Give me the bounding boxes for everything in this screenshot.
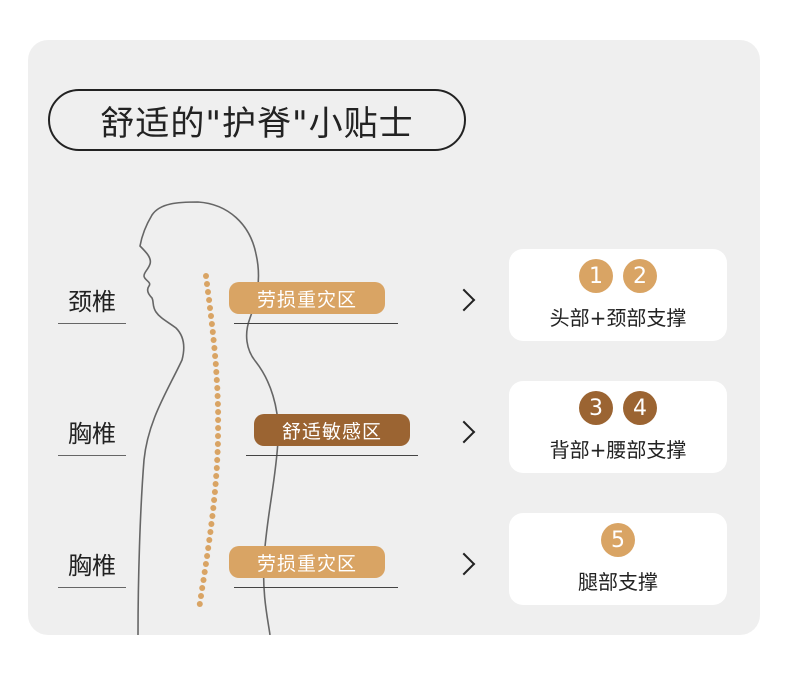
zone-pill-strain: 劳损重灾区 xyxy=(229,282,385,314)
spine-dot xyxy=(214,457,221,463)
zone-underline xyxy=(234,587,398,588)
spine-dots xyxy=(196,273,222,607)
region-underline xyxy=(58,323,126,324)
spine-dot xyxy=(209,329,216,335)
zone-pill-strain: 劳损重灾区 xyxy=(229,546,385,578)
spine-dot xyxy=(206,537,213,543)
spine-dot xyxy=(214,441,221,447)
number-badge: 5 xyxy=(601,523,635,557)
support-card-2: 3 4 背部+腰部支撑 xyxy=(509,381,727,473)
spine-dot xyxy=(211,345,218,351)
spine-dot xyxy=(211,489,218,495)
spine-dot xyxy=(208,313,214,319)
spine-dot xyxy=(208,521,215,527)
spine-dot xyxy=(212,353,219,359)
spine-dot xyxy=(202,561,209,567)
support-text: 头部+颈部支撑 xyxy=(549,306,687,330)
badge-row: 1 2 xyxy=(509,259,727,293)
spine-dot xyxy=(205,289,211,295)
spine-dot xyxy=(213,473,220,479)
badge-row: 5 xyxy=(509,523,727,557)
body-outline xyxy=(137,201,280,635)
spine-dot xyxy=(212,361,219,367)
number-badge: 4 xyxy=(623,391,657,425)
spine-dot xyxy=(207,305,213,311)
spine-dot xyxy=(210,337,217,343)
spine-dot xyxy=(213,465,220,471)
support-card-1: 1 2 头部+颈部支撑 xyxy=(509,249,727,341)
zone-pill-comfort: 舒适敏感区 xyxy=(254,414,410,446)
spine-dot xyxy=(204,281,210,287)
spine-dot xyxy=(206,297,213,303)
human-silhouette-diagram xyxy=(137,201,280,635)
spine-dot xyxy=(207,529,214,535)
support-text: 腿部支撑 xyxy=(578,570,658,594)
spine-dot xyxy=(214,401,221,407)
spine-dot xyxy=(215,425,222,431)
zone-underline xyxy=(246,455,418,456)
tips-panel: 舒适的"护脊"小贴士 颈椎 劳损重灾区 1 2 头部+颈部支撑 胸椎 舒适敏感区… xyxy=(28,40,760,635)
number-badge: 2 xyxy=(623,259,657,293)
spine-dot xyxy=(213,369,220,375)
region-underline xyxy=(58,587,126,588)
spine-dot xyxy=(196,601,203,607)
spine-dot xyxy=(215,433,221,439)
number-badge: 3 xyxy=(579,391,613,425)
spine-dot xyxy=(214,449,221,455)
spine-dot xyxy=(201,569,208,575)
region-label-thoracic: 胸椎 xyxy=(68,420,116,448)
region-label-thoracic-2: 胸椎 xyxy=(68,552,116,580)
support-text: 背部+腰部支撑 xyxy=(549,438,687,462)
spine-dot xyxy=(205,545,212,551)
spine-dot xyxy=(208,321,215,327)
spine-dot xyxy=(204,553,211,559)
region-label-cervical: 颈椎 xyxy=(68,288,116,316)
spine-dot xyxy=(214,393,221,399)
page-title: 舒适的"护脊"小贴士 xyxy=(48,89,466,151)
zone-underline xyxy=(234,323,398,324)
support-card-3: 5 腿部支撑 xyxy=(509,513,727,605)
spine-dot xyxy=(213,377,220,383)
spine-dot xyxy=(214,385,221,391)
spine-dot xyxy=(211,497,218,503)
spine-dot xyxy=(199,585,206,591)
spine-dot xyxy=(215,409,222,415)
spine-dot xyxy=(215,417,222,423)
spine-dot xyxy=(212,481,219,487)
number-badge: 1 xyxy=(579,259,613,293)
region-underline xyxy=(58,455,126,456)
spine-dot xyxy=(200,577,207,583)
spine-dot xyxy=(203,273,209,279)
spine-dot xyxy=(209,513,216,519)
spine-dot xyxy=(198,593,204,599)
spine-dot xyxy=(210,505,217,511)
badge-row: 3 4 xyxy=(509,391,727,425)
